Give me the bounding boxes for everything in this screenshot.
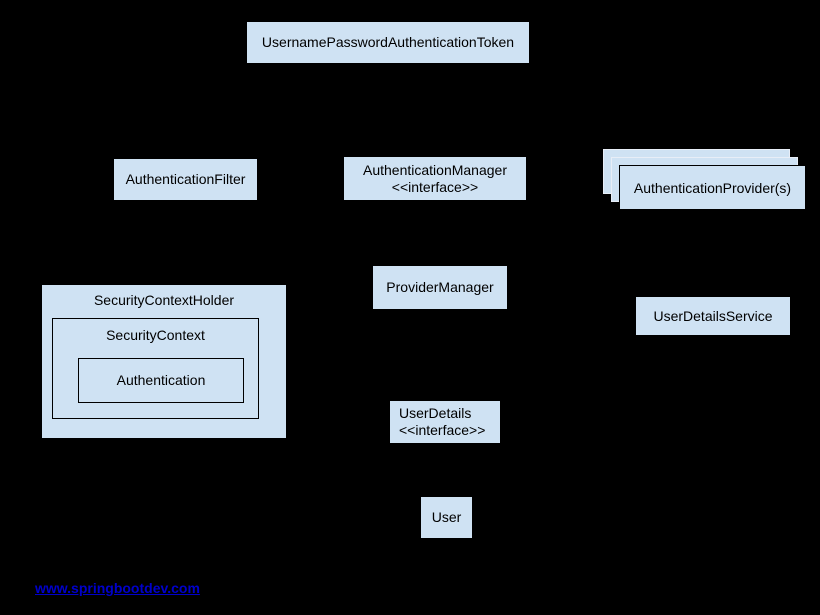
node-label: UserDetailsService bbox=[653, 307, 773, 324]
node-label: AuthenticationProvider(s) bbox=[633, 179, 792, 196]
node-security-context: SecurityContext Authentication bbox=[52, 318, 259, 419]
node-authentication-providers-stack: AuthenticationProvider(s) bbox=[603, 149, 807, 211]
node-label: Authentication bbox=[116, 372, 206, 388]
node-authentication: Authentication bbox=[78, 358, 244, 403]
node-user-details-service: UserDetailsService bbox=[635, 296, 791, 336]
node-label: UsernamePasswordAuthenticationToken bbox=[261, 34, 515, 50]
node-authentication-manager: AuthenticationManager <<interface>> bbox=[343, 156, 527, 201]
node-label: AuthenticationManager bbox=[363, 161, 507, 178]
node-label: ProviderManager bbox=[386, 279, 494, 295]
node-label: SecurityContextHolder bbox=[93, 292, 235, 308]
node-authentication-filter: AuthenticationFilter bbox=[113, 158, 258, 201]
node-security-context-holder: SecurityContextHolder SecurityContext Au… bbox=[41, 284, 287, 439]
node-label: SecurityContext bbox=[106, 327, 205, 343]
node-provider-manager: ProviderManager bbox=[372, 265, 508, 310]
node-user: User bbox=[420, 496, 473, 539]
node-label: AuthenticationFilter bbox=[125, 171, 246, 187]
node-label: User bbox=[431, 509, 462, 525]
node-user-details: UserDetails <<interface>> bbox=[389, 400, 501, 444]
node-stereotype: <<interface>> bbox=[399, 422, 486, 438]
node-label: UserDetails bbox=[399, 405, 472, 421]
node-authentication-providers: AuthenticationProvider(s) bbox=[619, 165, 806, 210]
node-stereotype: <<interface>> bbox=[391, 178, 479, 195]
footer-website-link[interactable]: www.springbootdev.com bbox=[35, 580, 200, 596]
node-username-password-authentication-token: UsernamePasswordAuthenticationToken bbox=[246, 21, 530, 64]
